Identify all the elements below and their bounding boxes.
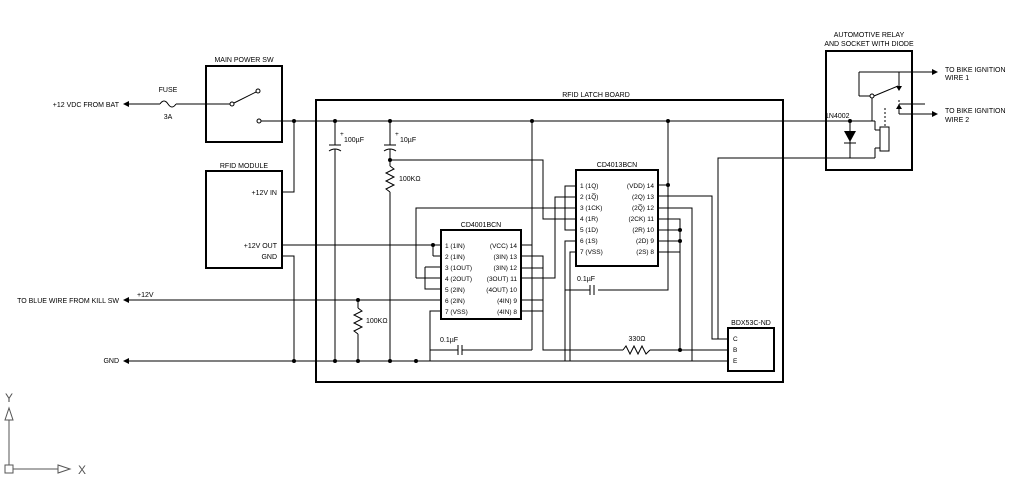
ignition2-label-b: WIRE 2 <box>945 117 969 124</box>
cd4001-pin-4: 4 (2OUT) <box>445 276 472 283</box>
cd4013-pin-10: (2R) 10 <box>632 227 654 234</box>
cd4013-pin-14: (VDD) 14 <box>627 183 654 190</box>
cd4013-pin-9: (2D) 9 <box>636 238 654 245</box>
reset-wire <box>390 159 576 220</box>
rfid-power-wire <box>282 121 295 193</box>
gnd-label: GND <box>103 358 119 365</box>
cd4013-right-pins: (VDD) 14 (2Q) 13 (2Q̅) 12 (2CK) 11 (2R) … <box>627 183 654 256</box>
res1-label: 100KΩ <box>399 176 421 183</box>
cd4001-pin-7: 7 (VSS) <box>445 309 468 316</box>
cd4013-pin-13: (2Q) 13 <box>632 194 654 201</box>
kill-12v-label: +12V <box>137 292 154 299</box>
rfid-module-box <box>205 170 283 269</box>
cd4013-pin-7: 7 (VSS) <box>580 249 603 256</box>
transistor-pin-c: C <box>733 336 738 343</box>
resistor-330-symbol <box>555 344 728 356</box>
cd4001-pin-12: (3IN) 12 <box>494 265 518 272</box>
ucs-axis-icon <box>4 406 72 474</box>
cd4001-pin-8: (4IN) 8 <box>497 309 517 316</box>
cd4001-pin-5: 5 (2IN) <box>445 287 465 294</box>
resistor-100k-bottom <box>352 300 364 361</box>
cap3-label: 0.1µF <box>440 337 458 344</box>
main-switch-symbol <box>229 88 776 124</box>
axis-x-label: X <box>78 463 86 477</box>
kill-sw-label: TO BLUE WIRE FROM KILL SW <box>17 298 119 305</box>
rfid-latch-board-box <box>315 99 784 383</box>
cd4001-right-pins: (VCC) 14 (3IN) 13 (3IN) 12 (3OUT) 11 (4O… <box>486 243 517 316</box>
cd4001-pin-10: (4OUT) 10 <box>486 287 517 294</box>
cd4001-name: CD4001BCN <box>461 222 501 229</box>
rfid-12vout-label: +12V OUT <box>244 243 278 250</box>
cap2-label: 10µF <box>400 137 416 144</box>
ignition1-label-b: WIRE 1 <box>945 75 969 82</box>
rfid-module-label: RFID MODULE <box>220 163 269 170</box>
svg-text:+: + <box>340 131 344 138</box>
battery-input-wire <box>123 100 230 108</box>
rfid-12vin-label: +12V IN <box>252 190 278 197</box>
axis-y-label: Y <box>5 391 13 405</box>
cd4001-pin-3: 3 (1OUT) <box>445 265 472 272</box>
transistor-pin-e: E <box>733 358 738 365</box>
relay-title-line2: AND SOCKET WITH DIODE <box>824 41 914 48</box>
cd4013-pin-11: (2CK) 11 <box>628 216 654 223</box>
cd4013-ic-box <box>575 169 659 267</box>
cd4001-pin-13: (3IN) 13 <box>494 254 518 261</box>
transistor-pin-b: B <box>733 347 737 354</box>
cd4013-pin-3: 3 (1CK) <box>580 205 602 212</box>
cd4001-pin-1: 1 (1IN) <box>445 243 465 250</box>
latch-board-label: RFID LATCH BOARD <box>562 92 630 99</box>
cd4013-wiring <box>564 121 728 361</box>
cd4001-pin-9: (4IN) 9 <box>497 298 517 305</box>
cap1-label: 100µF <box>344 137 364 144</box>
cd4001-ic-box <box>440 229 522 320</box>
res2-label: 100KΩ <box>366 318 388 325</box>
diode-label: 1N4002 <box>825 113 850 120</box>
svg-text:+: + <box>395 131 399 138</box>
cd4013-pin-12: (2Q̅) 12 <box>632 204 654 212</box>
collector-wire <box>717 157 850 340</box>
cd4013-pin-6: 6 (1S) <box>580 238 598 245</box>
cd4013-pin-5: 5 (1D) <box>580 227 598 234</box>
cd4013-pin-4: 4 (1R) <box>580 216 598 223</box>
main-power-sw-label: MAIN POWER SW <box>214 57 274 64</box>
cd4013-pin-8: (2S) 8 <box>636 249 654 256</box>
cd4001-pin-2: 2 (1IN) <box>445 254 465 261</box>
cd4001-left-pins: 1 (1IN) 2 (1IN) 3 (1OUT) 4 (2OUT) 5 (2IN… <box>445 243 472 316</box>
ignition-outputs <box>898 69 938 117</box>
ignition2-label-a: TO BIKE IGNITION <box>945 108 1006 115</box>
res3-label: 330Ω <box>629 336 646 343</box>
fuse-value: 3A <box>164 114 173 121</box>
relay-title-line1: AUTOMOTIVE RELAY <box>834 32 905 39</box>
ignition1-label-a: TO BIKE IGNITION <box>945 67 1006 74</box>
cap-100uf-symbol: + <box>328 121 344 361</box>
cd4013-pin-1: 1 (1Q) <box>580 183 598 190</box>
cd4001-pin-14: (VCC) 14 <box>490 243 517 250</box>
transistor-label: BDX53C-ND <box>731 320 771 327</box>
cd4013-name: CD4013BCN <box>597 162 637 169</box>
kill-switch-wire <box>123 297 441 303</box>
ground-bus <box>123 358 728 364</box>
relay-symbol <box>776 71 925 159</box>
fuse-label: FUSE <box>159 87 178 94</box>
resistor-100k-top <box>384 158 396 361</box>
relay-socket-box <box>825 50 913 171</box>
cd4001-pin-11: (3OUT) 11 <box>487 276 518 283</box>
cd4013-pin-2: 2 (1Q̅) <box>580 193 598 201</box>
cd4001-pin-6: 6 (2IN) <box>445 298 465 305</box>
cap-10uf-symbol: + <box>383 121 399 162</box>
cd4001-wiring <box>415 121 576 361</box>
cap4-label: 0.1µF <box>577 276 595 283</box>
rfid-gnd-wire <box>282 255 295 361</box>
battery-label: +12 VDC FROM BAT <box>53 102 120 109</box>
rfid-gnd-label: GND <box>261 254 277 261</box>
cd4013-left-pins: 1 (1Q) 2 (1Q̅) 3 (1CK) 4 (1R) 5 (1D) 6 (… <box>580 183 603 256</box>
